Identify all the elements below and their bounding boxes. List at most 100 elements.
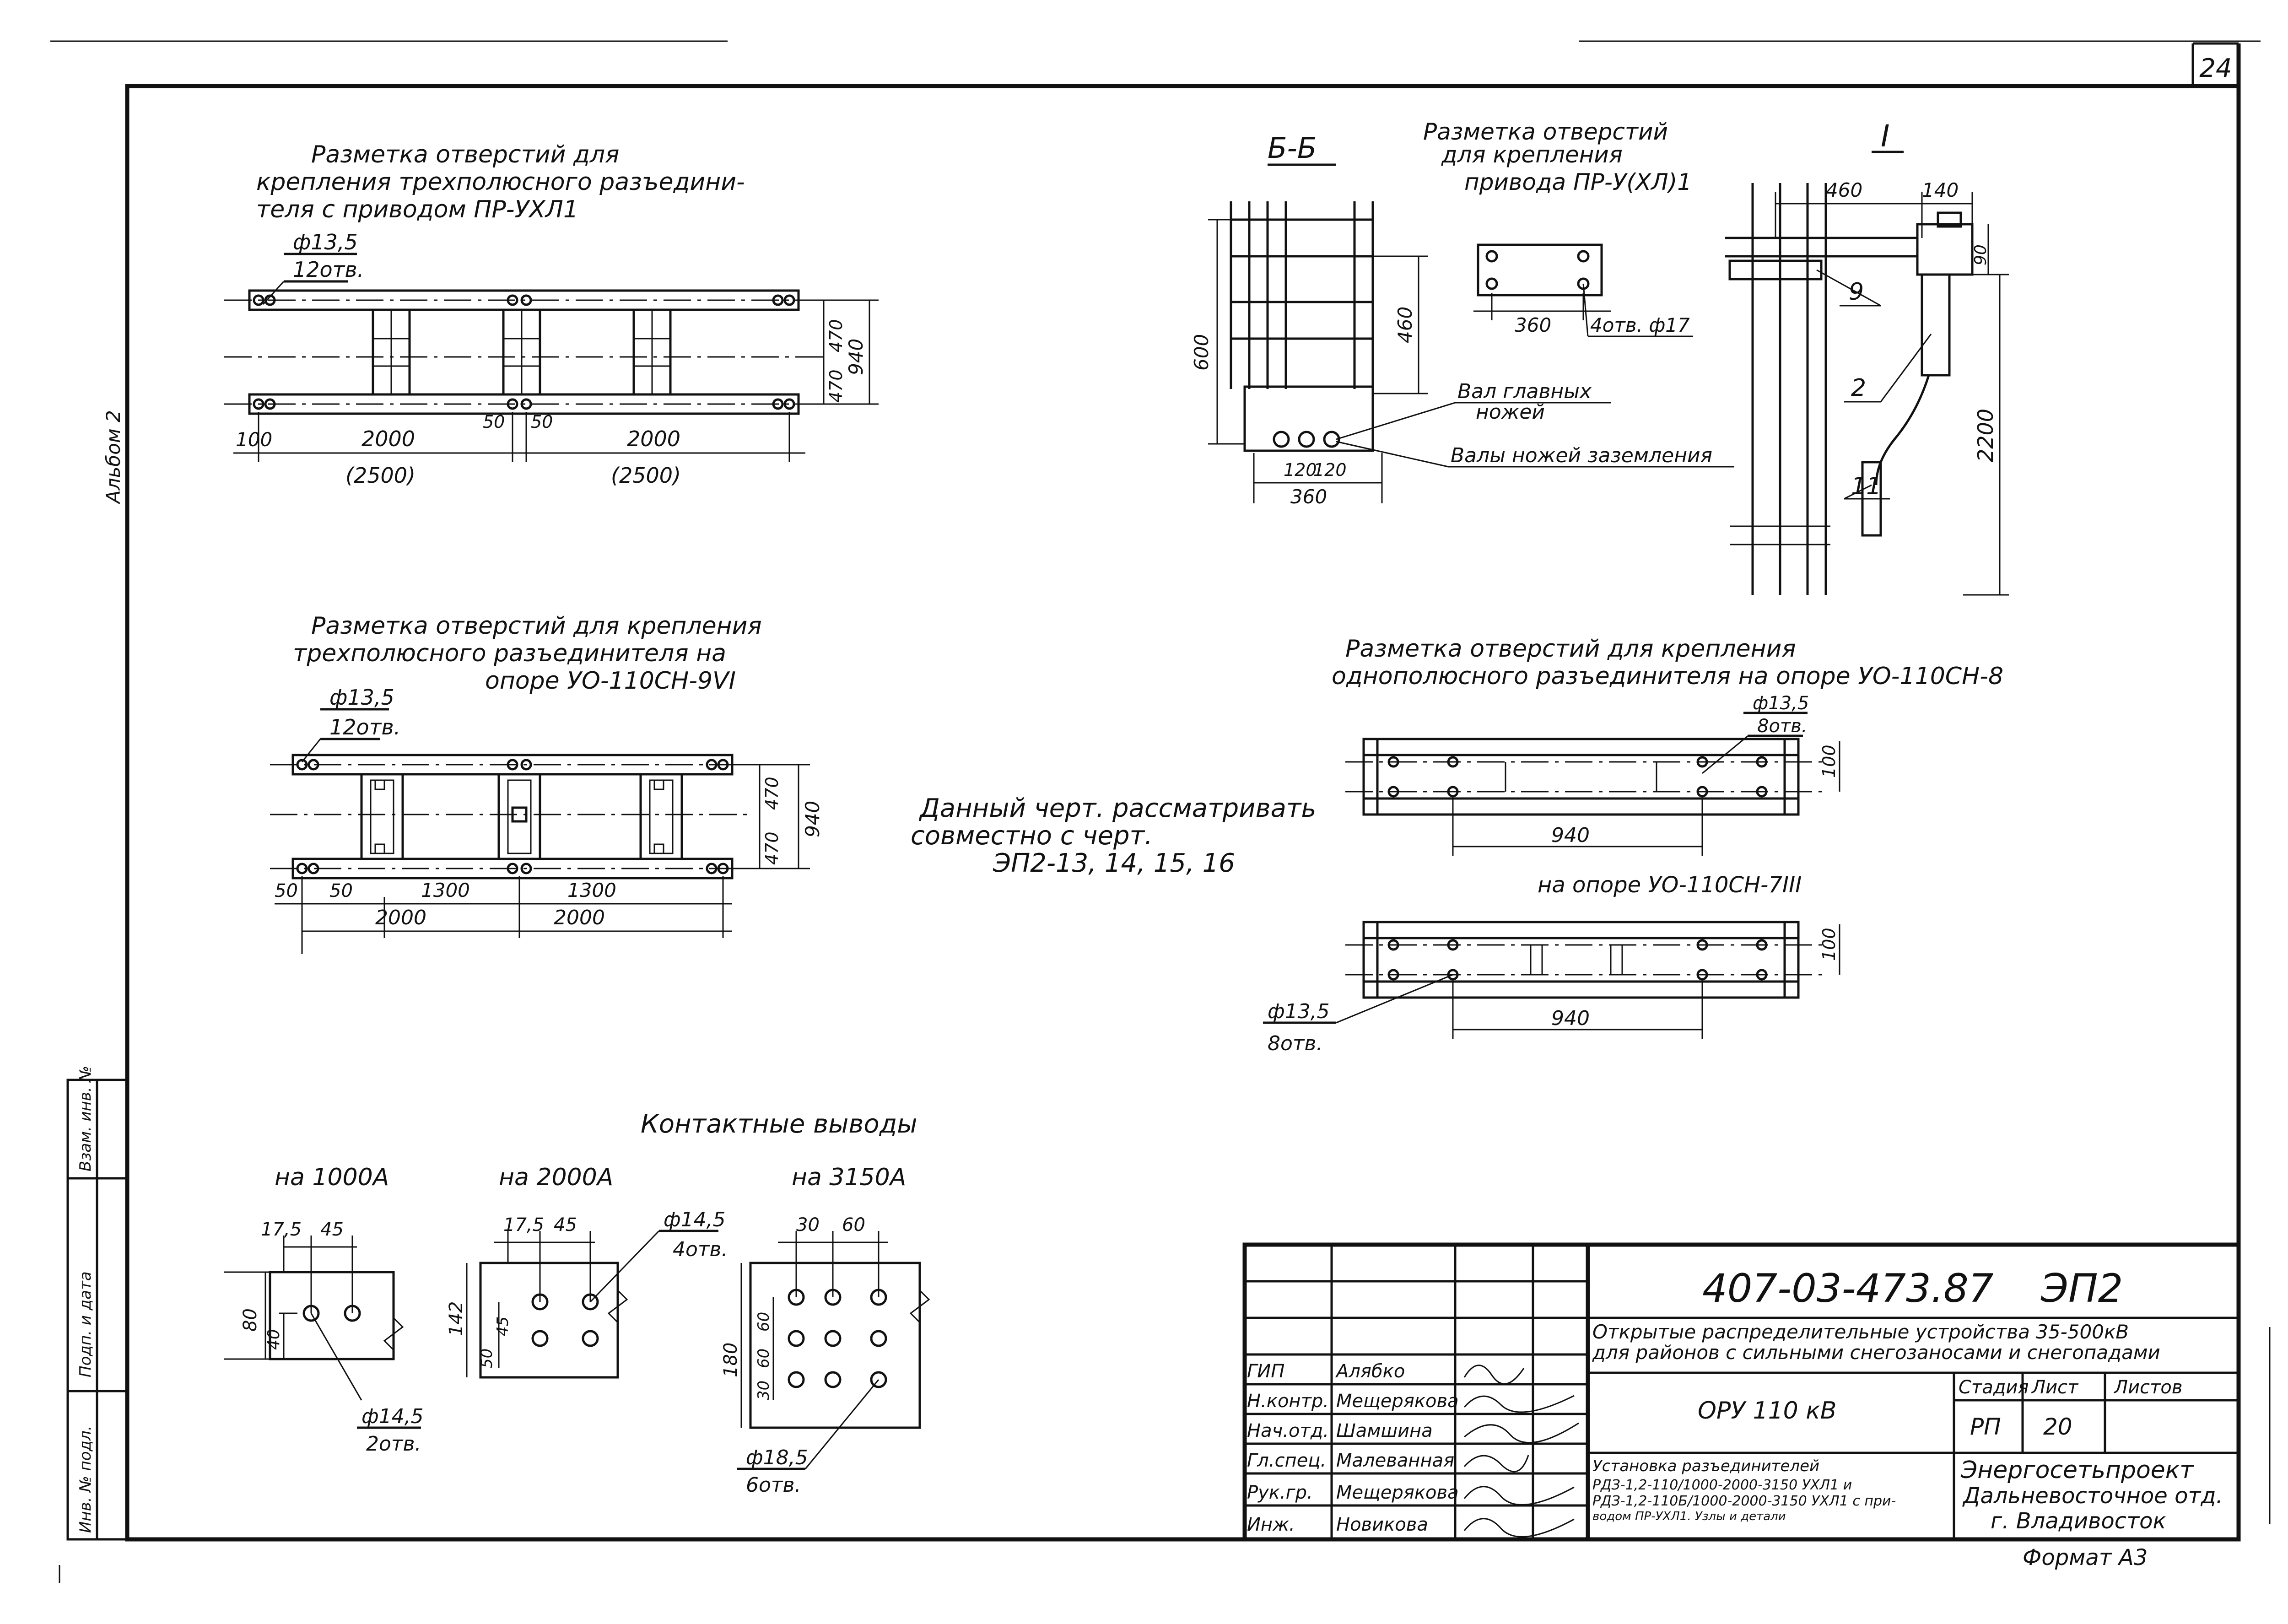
- c1000-dim-a: 17,5: [261, 1219, 302, 1240]
- c1000-dim-b: 45: [320, 1219, 344, 1240]
- drawing-title-1: Установка разъединителей: [1592, 1457, 1819, 1475]
- detail-i: I 460 140 90 2200 9 2 11: [1725, 119, 2009, 596]
- v3p2-hole-dia: ф13,5: [329, 685, 394, 710]
- v3p2-dim-470b: 470: [762, 831, 782, 865]
- sheets-header: Листов: [2113, 1377, 2182, 1398]
- sp7-dim-100: 100: [1819, 928, 1839, 961]
- signer-role-3: Гл.спец.: [1247, 1450, 1326, 1471]
- detail-dim-460: 460: [1826, 179, 1862, 201]
- v3p2-title-2: трехполюсного разъединителя на: [293, 640, 726, 667]
- c2000-hole-count: 4отв.: [673, 1238, 728, 1261]
- v3p2-dim-940: 940: [801, 801, 824, 837]
- album-label: Альбом 2: [102, 410, 124, 505]
- c1000-title: на 1000А: [275, 1164, 389, 1191]
- view-single-pole-7: на опоре УО-110СН-7III 100 940 ф13,5 8от…: [1263, 872, 1840, 1055]
- drive-title-2: для крепления: [1441, 141, 1623, 168]
- v3p1-title-1: Разметка отверстий для: [311, 141, 619, 168]
- drive-marking: Разметка отверстий для крепления привода…: [1423, 119, 1693, 337]
- sheet-header: Лист: [2031, 1377, 2079, 1398]
- v3p1-dim-940: 940: [845, 339, 867, 375]
- sp7-dim-940: 940: [1551, 1007, 1590, 1030]
- signer-role-5: Инж.: [1247, 1514, 1295, 1535]
- v3p1-posts: [372, 308, 672, 396]
- c3150-dim-c: 180: [720, 1343, 741, 1377]
- c1000-dim-d: 40: [264, 1329, 283, 1350]
- v3p1-dim-2000a: 2000: [362, 426, 415, 451]
- bb-dim-120a: 120: [1284, 460, 1317, 480]
- detail-dim-90: 90: [1971, 244, 1990, 265]
- c2000-dim-c: 142: [446, 1301, 467, 1336]
- v3p2-dim-1300b: 1300: [567, 879, 616, 901]
- detail-label-11: 11: [1851, 473, 1881, 500]
- signer-role-2: Нач.отд.: [1247, 1420, 1329, 1441]
- bb-dim-360: 360: [1290, 486, 1327, 508]
- sp-title-2: однополюсного разъединителя на опоре УО-…: [1332, 663, 2003, 690]
- sp-hole-count: 8отв.: [1757, 716, 1808, 737]
- c3150-hole-count: 6отв.: [746, 1473, 801, 1497]
- note-line-1: Данный черт. рассматривать: [918, 793, 1317, 823]
- bb-main-shaft-2: ножей: [1476, 400, 1545, 424]
- v3p2-dim-2000a: 2000: [375, 906, 426, 929]
- sheet-value: 20: [2043, 1414, 2072, 1440]
- signer-name-4: Мещерякова: [1336, 1482, 1459, 1503]
- drawing-title-4: водом ПР-УХЛ1. Узлы и детали: [1592, 1510, 1786, 1523]
- contact-1000a: на 1000А 17,5 45 80 40 ф14,5 2отв.: [224, 1164, 424, 1456]
- signer-role-1: Н.контр.: [1247, 1391, 1329, 1412]
- doc-code: 407-03-473.87: [1702, 1266, 1994, 1311]
- c3150-dim-e: 60: [755, 1349, 773, 1368]
- stamp-inv-label: Инв. № подл.: [76, 1425, 95, 1533]
- object-name: ОРУ 110 кВ: [1698, 1397, 1836, 1424]
- c3150-dim-f: 30: [755, 1381, 773, 1400]
- v3p2-dim-50a: 50: [275, 880, 298, 901]
- signer-role-4: Рук.гр.: [1247, 1482, 1313, 1503]
- sp-dim-100: 100: [1819, 745, 1839, 778]
- v3p2-title-3: опоре УО-110СН-9VI: [485, 667, 736, 695]
- c1000-hole-dia: ф14,5: [362, 1405, 424, 1428]
- bb-main-shaft-1: Вал главных: [1457, 380, 1592, 403]
- drive-title-3: привода ПР-У(ХЛ)1: [1464, 169, 1692, 195]
- c1000-dim-c: 80: [240, 1308, 261, 1332]
- bb-dim-600: 600: [1190, 334, 1213, 371]
- bb-dim-120b: 120: [1313, 460, 1347, 480]
- v3p1-dim-2500a: (2500): [345, 463, 416, 488]
- v3p2-title-1: Разметка отверстий для крепления: [311, 612, 762, 640]
- detail-label-2: 2: [1851, 374, 1866, 402]
- c2000-dim-a: 17,5: [503, 1214, 544, 1236]
- v3p2-posts: [360, 773, 683, 860]
- c2000-dim-b: 45: [554, 1214, 577, 1236]
- v3p1-title-3: теля с приводом ПР-УХЛ1: [256, 196, 578, 223]
- org-2: Дальневосточное отд.: [1962, 1483, 2223, 1509]
- note-line-3: ЭП2-13, 14, 15, 16: [993, 848, 1235, 878]
- v3p1-holes: [253, 294, 795, 410]
- sp-dim-940: 940: [1551, 824, 1590, 847]
- c1000-hole-count: 2отв.: [366, 1432, 421, 1456]
- v3p2-dim-50b: 50: [329, 880, 353, 901]
- sp-hole-dia: ф13,5: [1753, 693, 1809, 714]
- v3p1-dim-50a: 50: [483, 412, 505, 432]
- sp7-hole-dia: ф13,5: [1268, 1000, 1330, 1023]
- project-title-1: Открытые распределительные устройства 35…: [1592, 1321, 2129, 1343]
- signer-role-0: ГИП: [1247, 1361, 1284, 1382]
- project-title-2: для районов с сильными снегозаносами и с…: [1592, 1341, 2160, 1364]
- v3p1-dim-100: 100: [236, 428, 272, 451]
- signatures: [1463, 1365, 1579, 1538]
- signer-name-1: Мещерякова: [1336, 1391, 1459, 1412]
- signer-name-2: Шамшина: [1336, 1420, 1433, 1441]
- sheet-frame: [50, 40, 2271, 1583]
- drive-title-1: Разметка отверстий: [1423, 119, 1668, 145]
- c3150-hole-dia: ф18,5: [746, 1446, 808, 1469]
- drive-holes: 4отв. ф17: [1590, 314, 1690, 336]
- note-line-2: совместно с черт.: [911, 821, 1153, 851]
- stage-header: Стадия: [1959, 1377, 2029, 1398]
- section-bb-title: Б-Б: [1268, 131, 1317, 165]
- signer-name-3: Малеванная: [1336, 1450, 1454, 1471]
- stamp-sign-label: Подп. и дата: [76, 1271, 95, 1377]
- c2000-hole-dia: ф14,5: [664, 1208, 726, 1231]
- title-block: 407-03-473.87 ЭП2 Открытые распределител…: [1242, 1242, 2241, 1570]
- c2000-title: на 2000А: [499, 1164, 613, 1191]
- section-bb: Б-Б 600 460 120 120 360 Вал главных ноже…: [1190, 131, 1734, 508]
- view-single-pole-8: Разметка отверстий для крепления однопол…: [1332, 635, 2003, 856]
- detail-dim-140: 140: [1922, 179, 1959, 201]
- detail-dim-2200: 2200: [1973, 409, 1998, 462]
